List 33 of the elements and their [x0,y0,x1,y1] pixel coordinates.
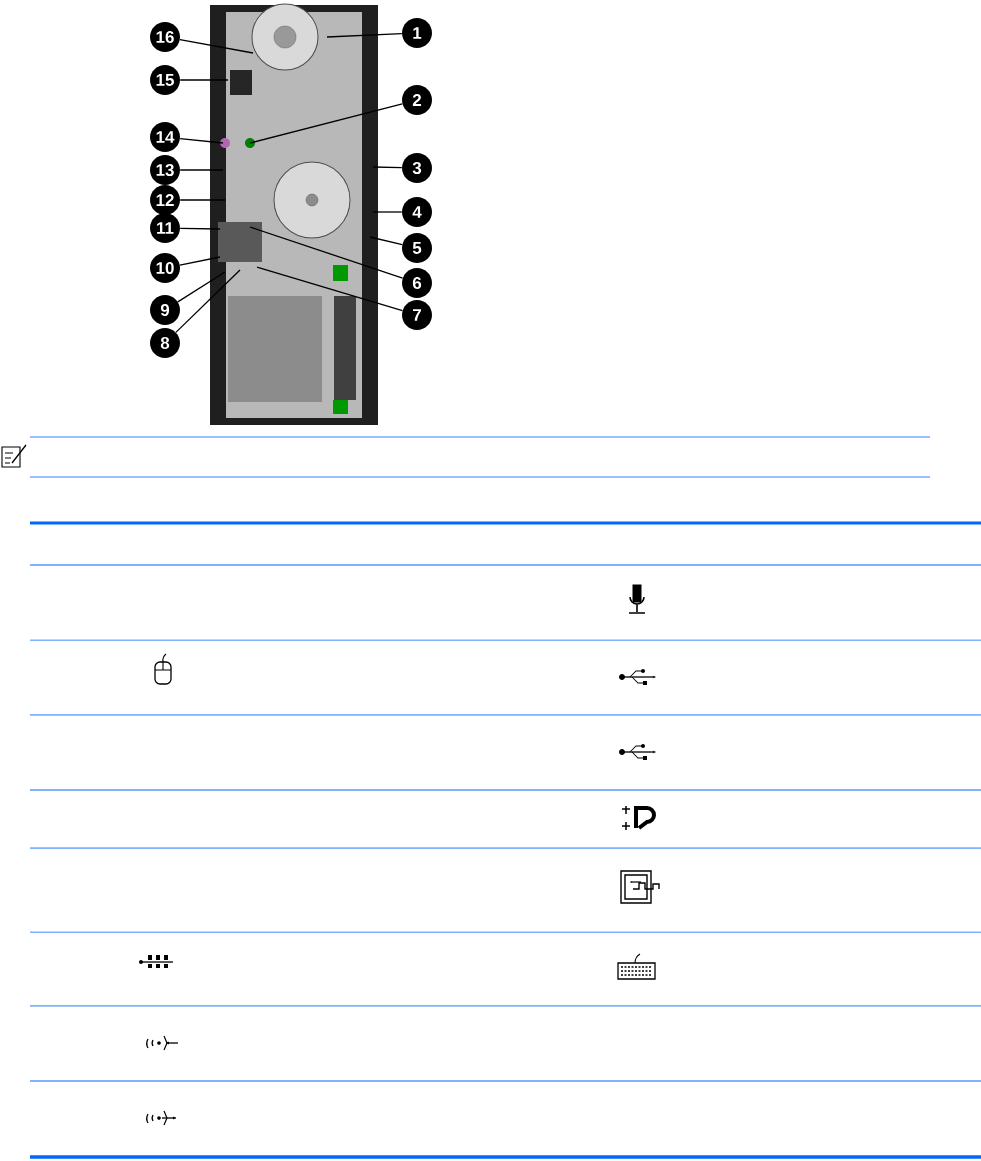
leader-line [372,166,403,169]
leader-line [249,226,404,279]
callout-number: 2 [402,85,432,115]
leader-line [326,33,403,38]
callout-number: 12 [150,185,180,215]
callout-number: 6 [402,268,432,298]
leader-line [179,169,224,171]
callout-number: 7 [402,300,432,330]
callout-number: 8 [150,328,180,358]
callout-number: 11 [150,213,180,243]
leader-line [177,271,226,303]
leader-line [179,199,226,201]
leader-line [372,211,403,213]
picture [210,3,378,425]
callout-number: 10 [150,253,180,283]
leader-line [179,79,229,81]
callout-number: 3 [402,153,432,183]
callout-number: 5 [402,233,432,263]
callout-number: 15 [150,65,180,95]
leader-line [256,266,404,312]
leader-line [179,137,224,144]
leader-line [179,256,221,266]
leader-line [175,269,241,334]
callout-number: 1 [402,18,432,48]
callout-number: 9 [150,295,180,325]
leader-line [369,236,403,246]
leader-line [249,103,403,144]
callout-number: 16 [150,22,180,52]
callout-number: 13 [150,155,180,185]
callout-number: 4 [402,197,432,227]
callout-number: 14 [150,122,180,152]
leader-line [179,39,254,54]
leader-line [179,227,221,230]
